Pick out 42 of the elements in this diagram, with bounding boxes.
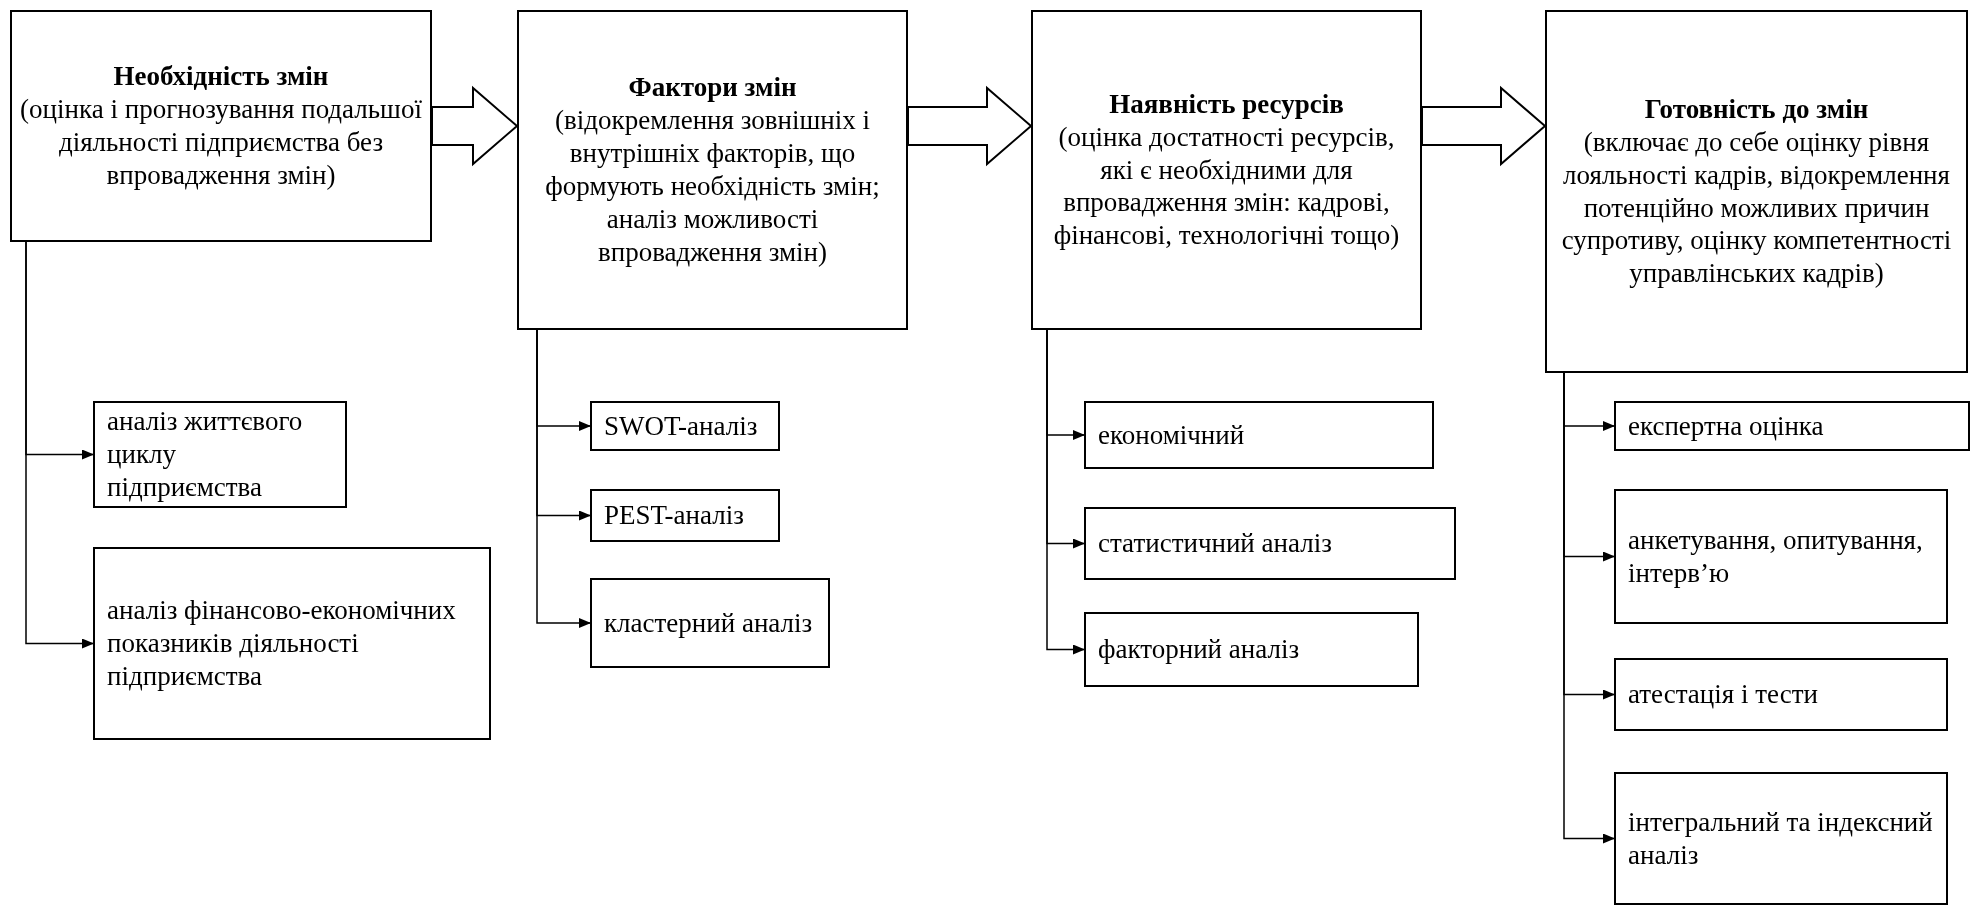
box-heading: Наявність ресурсів xyxy=(1109,87,1344,121)
process-box xyxy=(1084,507,1456,580)
process-box xyxy=(590,489,780,542)
box-text: факторний аналіз xyxy=(1098,633,1300,666)
block-arrow xyxy=(431,85,519,167)
box-text: кластерний аналіз xyxy=(604,606,813,640)
process-box xyxy=(1031,10,1422,330)
arrow xyxy=(1046,329,1085,655)
box-text: експертна оцінка xyxy=(1628,409,1824,443)
process-box xyxy=(1614,489,1948,624)
process-box xyxy=(10,10,432,242)
process-box xyxy=(1545,10,1968,373)
process-box xyxy=(1614,772,1948,905)
process-box xyxy=(1614,658,1948,731)
box-heading: Необхідність змін xyxy=(113,60,329,94)
box-text: аналіз фінансово-економічних показників діяльності підприємства xyxy=(107,594,457,693)
arrow xyxy=(536,329,591,628)
process-box xyxy=(1614,401,1970,451)
box-heading: Фактори змін xyxy=(628,71,797,105)
process-box xyxy=(590,578,830,668)
process-box xyxy=(93,401,347,508)
box-text: PEST-аналіз xyxy=(604,499,744,532)
box-text: атестація і тести xyxy=(1628,678,1818,711)
box-heading: Готовність до змін xyxy=(1644,92,1869,126)
box-text: аналіз життєвого циклу підприємства xyxy=(107,405,304,504)
process-box xyxy=(93,547,491,740)
process-box xyxy=(517,10,908,330)
box-text: інтегральний та індексний аналіз xyxy=(1628,805,1934,872)
block-arrow xyxy=(1421,85,1547,167)
box-text: (включає до себе оцінку рівня лояльності кадрів, відокремлення потенційно можливих причин супротиву, оцінку компетентності управлінських кадрів) xyxy=(1560,125,1953,291)
box-text: (оцінка достатності ресурсів, які є необхідними для впровадження змін: кадрові, фінансові, технологічні тощо) xyxy=(1052,120,1401,253)
block-arrow xyxy=(907,85,1033,167)
box-text: статистичний аналіз xyxy=(1098,527,1332,560)
arrow xyxy=(25,241,94,649)
box-text: (відокремлення зовнішніх і внутрішніх факторів, що формують необхідність змін; аналіз можливості впровадження змін) xyxy=(544,104,881,269)
process-box xyxy=(1084,401,1434,469)
box-text: (оцінка і прогнозування подальшої діяльності підприємства без впровадження змін) xyxy=(20,93,422,192)
process-box xyxy=(590,401,780,451)
box-text: анкетування, опитування, інтерв’ю xyxy=(1628,523,1924,590)
box-text: економічний xyxy=(1098,418,1245,452)
box-text: SWOT-аналіз xyxy=(604,409,758,443)
process-box xyxy=(1084,612,1419,687)
